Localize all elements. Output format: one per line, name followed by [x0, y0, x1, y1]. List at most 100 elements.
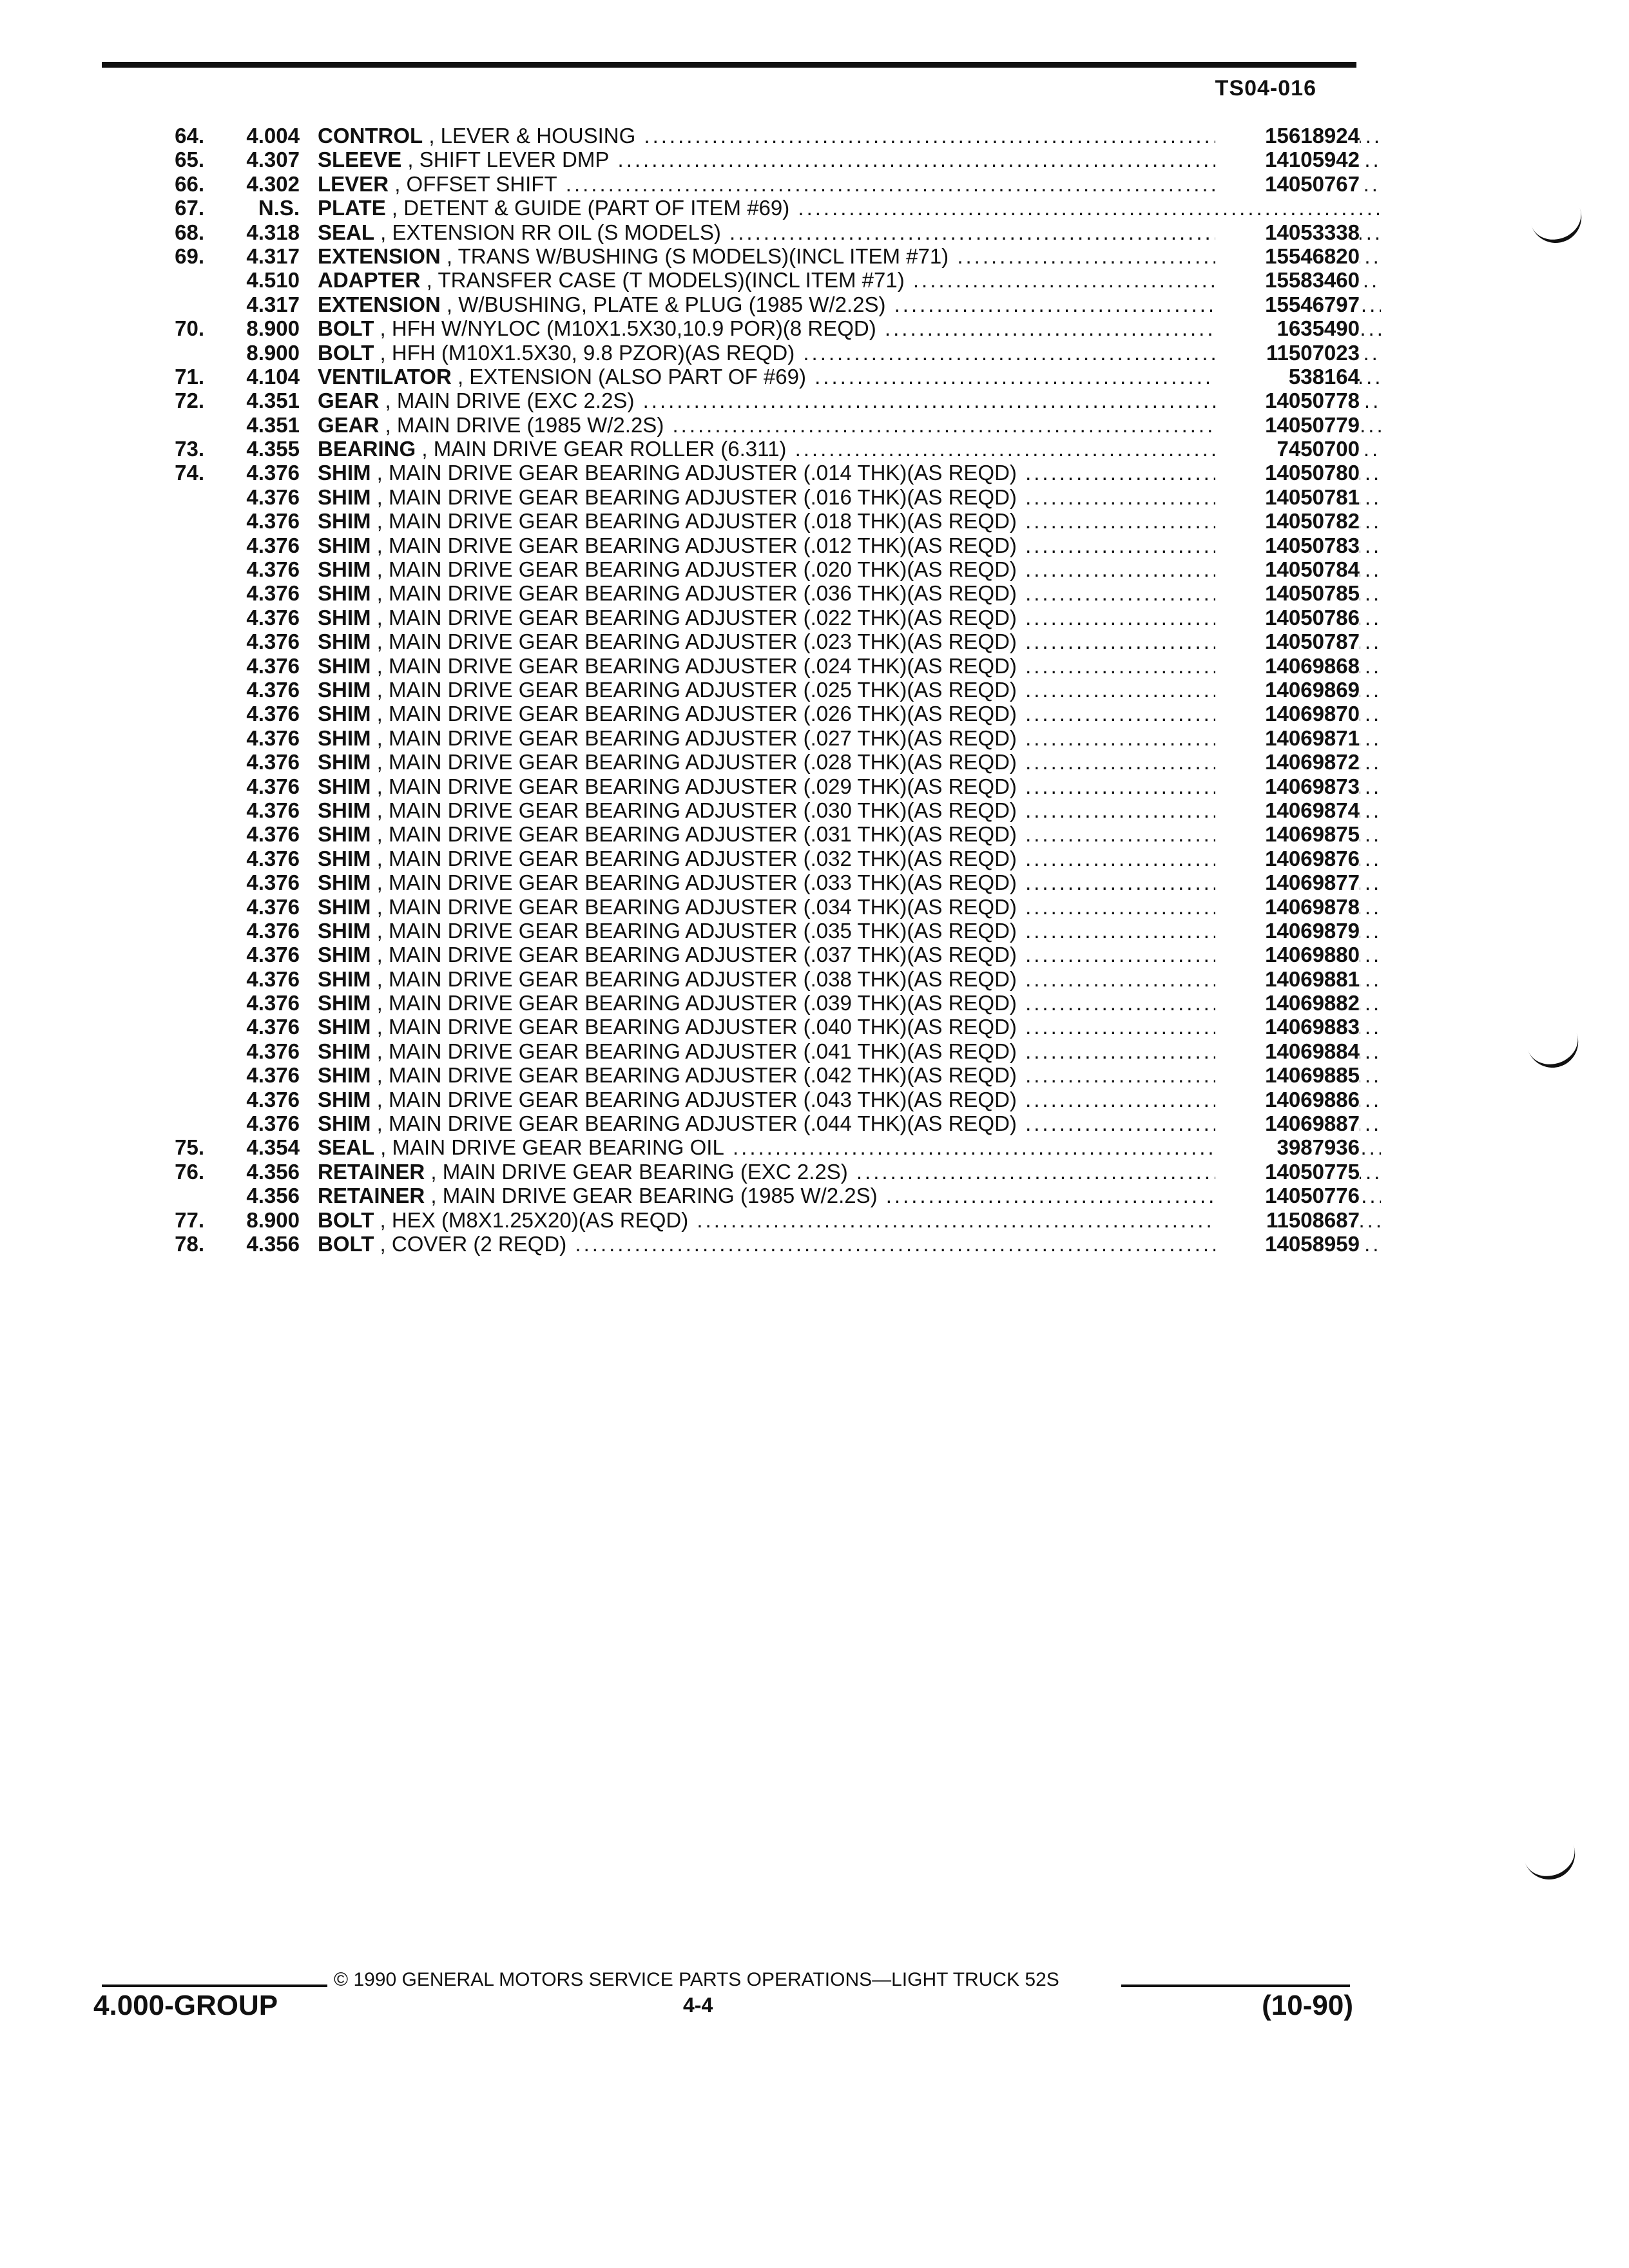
- part-detail: MAIN DRIVE GEAR BEARING ADJUSTER (.027 T…: [389, 726, 1017, 750]
- part-name: BOLT: [318, 340, 374, 365]
- part-number: 14069869: [1215, 677, 1360, 702]
- part-detail: MAIN DRIVE GEAR BEARING ADJUSTER (.041 T…: [389, 1039, 1017, 1063]
- part-number: 11508687: [1215, 1207, 1360, 1232]
- part-detail: MAIN DRIVE GEAR BEARING ADJUSTER (.033 T…: [389, 870, 1017, 895]
- part-number: 14069885: [1215, 1063, 1360, 1088]
- part-number: 14069881: [1215, 966, 1360, 992]
- group-number: 4.376: [246, 750, 300, 774]
- document-code: TS04-016: [1215, 76, 1316, 101]
- part-name: BOLT: [318, 1231, 374, 1256]
- part-description: SHIM , MAIN DRIVE GEAR BEARING ADJUSTER …: [318, 1063, 1381, 1088]
- part-name: SHIM: [318, 1111, 371, 1136]
- part-detail: MAIN DRIVE GEAR BEARING ADJUSTER (.024 T…: [389, 653, 1017, 678]
- group-number: 4.318: [246, 220, 300, 244]
- group-number: 4.376: [246, 1111, 300, 1136]
- part-name: SHIM: [318, 991, 371, 1015]
- item-number: 66.: [175, 171, 204, 196]
- margin-check-mark: [1530, 204, 1589, 251]
- part-detail: MAIN DRIVE GEAR BEARING ADJUSTER (.026 T…: [389, 702, 1017, 726]
- part-detail: MAIN DRIVE GEAR BEARING ADJUSTER (.035 T…: [389, 918, 1017, 943]
- part-detail: COVER (2 REQD): [391, 1231, 567, 1256]
- part-detail: MAIN DRIVE GEAR BEARING ADJUSTER (.040 T…: [389, 1015, 1017, 1039]
- part-name: BOLT: [318, 1207, 374, 1232]
- item-number: 73.: [175, 437, 204, 461]
- part-detail: MAIN DRIVE (1985 W/2.2S): [396, 412, 664, 437]
- group-number: 4.510: [246, 268, 300, 293]
- group-number: 4.376: [246, 846, 300, 870]
- part-detail: MAIN DRIVE GEAR BEARING ADJUSTER (.031 T…: [389, 822, 1017, 847]
- part-detail: MAIN DRIVE GEAR BEARING ADJUSTER (.012 T…: [389, 533, 1017, 557]
- part-detail: MAIN DRIVE GEAR BEARING ADJUSTER (.044 T…: [389, 1111, 1017, 1136]
- part-number: 14069872: [1215, 750, 1360, 774]
- part-detail: MAIN DRIVE GEAR BEARING ADJUSTER (.039 T…: [389, 991, 1017, 1015]
- part-number: 14050775: [1215, 1159, 1360, 1184]
- part-number: 14069878: [1215, 894, 1360, 919]
- part-number: 14069884: [1215, 1039, 1360, 1064]
- group-number: 4.354: [246, 1135, 300, 1160]
- part-number: 14069879: [1215, 918, 1360, 943]
- part-detail: W/BUSHING, PLATE & PLUG (1985 W/2.2S): [458, 292, 886, 316]
- part-detail: MAIN DRIVE GEAR BEARING ADJUSTER (.030 T…: [389, 798, 1017, 822]
- group-number: 4.376: [246, 1015, 300, 1039]
- group-number: 4.376: [246, 822, 300, 847]
- part-detail: HEX (M8X1.25X20)(AS REQD): [391, 1207, 689, 1232]
- part-detail: DETENT & GUIDE (PART OF ITEM #69): [403, 196, 790, 220]
- part-name: SHIM: [318, 1015, 371, 1039]
- part-name: SHIM: [318, 774, 371, 798]
- part-description: SHIM , MAIN DRIVE GEAR BEARING ADJUSTER …: [318, 461, 1381, 485]
- part-detail: MAIN DRIVE GEAR BEARING ADJUSTER (.016 T…: [389, 485, 1017, 509]
- group-number: N.S.: [258, 196, 300, 220]
- part-number: 14050776: [1215, 1184, 1360, 1208]
- item-number: 75.: [175, 1135, 204, 1160]
- part-description: PLATE , DETENT & GUIDE (PART OF ITEM #69…: [318, 196, 1381, 220]
- part-number: 14069880: [1215, 943, 1360, 967]
- part-number: 1635490: [1215, 316, 1360, 341]
- revision-date: (10-90): [1262, 1990, 1353, 2021]
- part-name: SHIM: [318, 581, 371, 606]
- part-name: SHIM: [318, 1087, 371, 1111]
- part-number: 14069871: [1215, 726, 1360, 751]
- item-number: 78.: [175, 1231, 204, 1256]
- part-name: SHIM: [318, 798, 371, 822]
- part-number: 14053338: [1215, 220, 1360, 244]
- part-name: SHIM: [318, 943, 371, 967]
- part-name: SHIM: [318, 485, 371, 509]
- part-number: 15546820: [1215, 244, 1360, 269]
- page-number: 4-4: [683, 1994, 713, 2017]
- part-detail: MAIN DRIVE GEAR BEARING (EXC 2.2S): [442, 1159, 848, 1184]
- part-name: SHIM: [318, 461, 371, 485]
- part-detail: HFH (M10X1.5X30, 9.8 PZOR)(AS REQD): [391, 340, 795, 365]
- part-name: BOLT: [318, 316, 374, 341]
- part-name: SHIM: [318, 1063, 371, 1088]
- part-number: 14069887: [1215, 1111, 1360, 1136]
- group-number: 4.376: [246, 966, 300, 991]
- part-detail: MAIN DRIVE GEAR ROLLER (6.311): [433, 437, 787, 461]
- part-number: 14069875: [1215, 822, 1360, 847]
- part-name: SHIM: [318, 966, 371, 991]
- group-number: 4.356: [246, 1159, 300, 1184]
- part-detail: MAIN DRIVE GEAR BEARING OIL: [392, 1135, 724, 1160]
- item-number: 67.: [175, 196, 204, 220]
- part-name: SHIM: [318, 894, 371, 919]
- group-number: 4.376: [246, 485, 300, 509]
- part-detail: MAIN DRIVE GEAR BEARING ADJUSTER (.025 T…: [389, 677, 1017, 702]
